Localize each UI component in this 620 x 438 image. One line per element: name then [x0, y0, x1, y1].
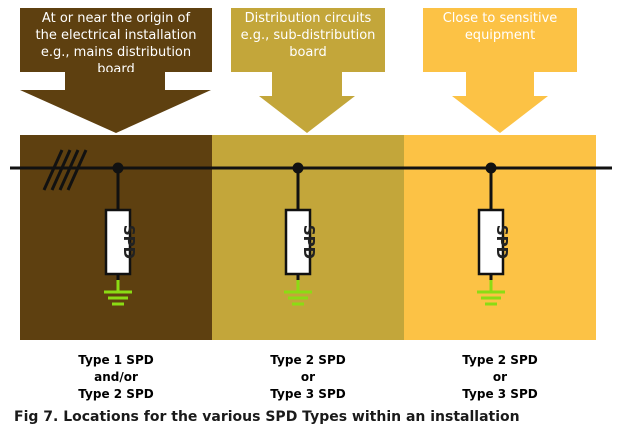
- type-label-sensitive: Type 2 SPD or Type 3 SPD: [462, 353, 538, 401]
- header-text-distribution: Distribution circuits e.g., sub-distribu…: [240, 11, 376, 60]
- arrow-origin: [20, 72, 211, 133]
- conductor-hatch-marks: [42, 149, 88, 191]
- spd-device-origin: [104, 208, 132, 276]
- spd-label-sensitive: SPD: [493, 225, 511, 259]
- header-box-distribution: Distribution circuits e.g., sub-distribu…: [231, 8, 385, 72]
- spd-branch-distribution: SPD: [284, 162, 318, 306]
- earth-symbol-icon: [104, 280, 132, 306]
- header-box-sensitive: Close to sensitive equipment: [423, 8, 577, 72]
- type-label-origin: Type 1 SPD and/or Type 2 SPD: [78, 353, 154, 401]
- arrow-distribution: [259, 72, 355, 133]
- figure-caption: Fig 7. Locations for the various SPD Typ…: [14, 409, 520, 425]
- spd-branch-sensitive: SPD: [477, 162, 511, 306]
- spd-label-distribution: SPD: [300, 225, 318, 259]
- type-label-distribution: Type 2 SPD or Type 3 SPD: [270, 353, 346, 401]
- earth-symbol-icon: [284, 280, 312, 306]
- spd-branch-origin: SPD: [104, 162, 138, 306]
- spd-label-origin: SPD: [120, 225, 138, 259]
- spd-device-sensitive: [477, 208, 505, 276]
- arrow-sensitive: [452, 72, 548, 133]
- header-text-sensitive: Close to sensitive equipment: [442, 11, 558, 43]
- earth-symbol-icon: [477, 280, 505, 306]
